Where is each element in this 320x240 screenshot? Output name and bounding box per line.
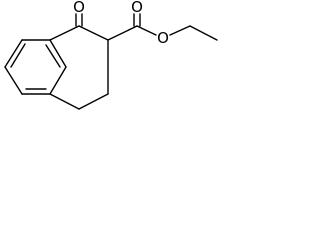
bond-aromatic-6: [4, 66, 23, 95]
aromatic-inner-line-1: [10, 43, 26, 68]
chemical-structure: O O O: [4, 0, 218, 110]
bond-oxygen-ethyl-ch2: [169, 25, 191, 36]
ester-oxygen-label: O: [157, 29, 169, 47]
bond-aromatic-1: [4, 39, 23, 68]
bond-ethyl-ch2-ch3: [189, 25, 218, 41]
bond-c1-c2: [78, 25, 109, 41]
bond-c4-c4a: [49, 93, 80, 110]
structure-canvas: O O O: [0, 0, 285, 134]
bond-aromatic-4: [49, 66, 67, 95]
bond-aromatic-3: [49, 39, 67, 68]
bond-c8a-c1: [49, 25, 80, 41]
ester-carbonyl-oxygen-label: O: [131, 0, 143, 16]
ketone-oxygen-label: O: [73, 0, 85, 16]
bond-ester-carbon-oxygen: [136, 25, 157, 36]
bond-lines: [4, 13, 218, 110]
bond-c3-c4: [78, 93, 109, 110]
aromatic-inner-line-2: [45, 44, 61, 68]
bond-c2-ester-carbon: [107, 25, 138, 41]
atom-labels: O O O: [73, 0, 169, 47]
